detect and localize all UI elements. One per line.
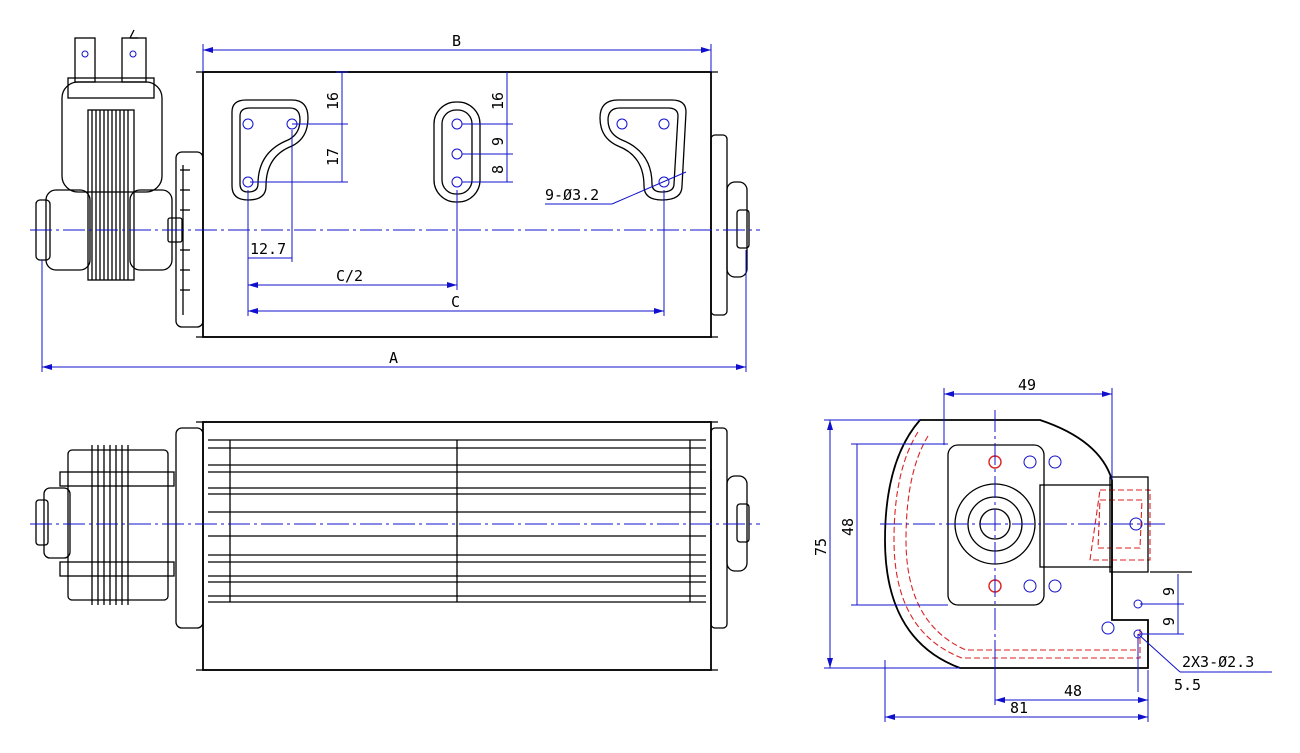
dim-48-horizontal: 48 [1064, 682, 1082, 700]
hole-callout-top: 9-Ø3.2 [545, 186, 599, 204]
top-view: B A C C/2 12.7 16 17 16 9 8 9-Ø3.2 [30, 29, 760, 372]
front-view [30, 421, 760, 671]
dim-C: C [451, 293, 460, 311]
dim-B: B [452, 32, 461, 50]
dim-16-center: 16 [489, 92, 507, 110]
side-view: 49 75 48 48 81 9 9 2X3-Ø2.3 5.5 [812, 376, 1272, 722]
dim-9-lower: 9 [1160, 617, 1178, 626]
impeller-blades [208, 439, 706, 603]
mount-right [599, 99, 687, 201]
dim-48-vertical: 48 [839, 518, 857, 536]
mount-center [433, 101, 481, 203]
dim-C-half: C/2 [336, 267, 363, 285]
dim-81: 81 [1010, 699, 1028, 717]
dim-75: 75 [812, 538, 830, 556]
dim-8-center: 8 [489, 165, 507, 174]
dim-5-5: 5.5 [1174, 676, 1201, 694]
hole-callout-side: 2X3-Ø2.3 [1182, 653, 1254, 671]
dim-49: 49 [1018, 376, 1036, 394]
dim-9-center: 9 [489, 137, 507, 146]
dim-17: 17 [324, 148, 342, 166]
motor-top [35, 29, 183, 281]
dim-12-7: 12.7 [250, 240, 286, 258]
dim-9-upper: 9 [1160, 587, 1178, 596]
dim-A: A [389, 349, 398, 367]
mount-left [231, 99, 309, 201]
dim-16-left: 16 [324, 92, 342, 110]
motor-front [35, 445, 175, 605]
